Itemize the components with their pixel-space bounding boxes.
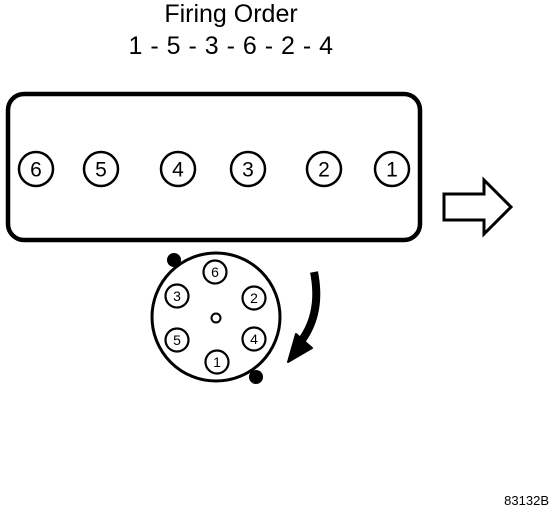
distributor-cap: 6 2 4 1 5 3 [150, 251, 282, 384]
cylinder-number: 4 [172, 159, 184, 182]
distributor-terminal-1: 1 [204, 349, 230, 375]
distributor-tab [167, 253, 181, 267]
diagram-title: Firing Order [164, 0, 297, 28]
cylinder-number: 6 [30, 159, 42, 182]
cylinder-6: 6 [17, 150, 55, 188]
distributor-terminal-6: 6 [202, 259, 228, 285]
firing-order-sequence: 1 - 5 - 3 - 6 - 2 - 4 [128, 32, 333, 60]
distributor-rotor-center [210, 312, 222, 324]
engine-block: 6 5 4 3 2 1 [5, 91, 423, 243]
engine-block-outline [5, 91, 423, 243]
distributor-terminal-3: 3 [164, 283, 190, 309]
terminal-number: 6 [211, 264, 219, 280]
terminal-number: 2 [250, 290, 258, 306]
terminal-number: 3 [173, 288, 181, 304]
cylinder-5: 5 [82, 150, 120, 188]
clockwise-rotation-arrow-icon [287, 271, 321, 363]
distributor-terminal-5: 5 [164, 327, 190, 353]
figure-code: 83132B [504, 493, 549, 508]
cylinder-3: 3 [229, 150, 267, 188]
terminal-number: 5 [173, 332, 181, 348]
cylinder-number: 1 [386, 159, 398, 182]
cylinder-4: 4 [159, 150, 197, 188]
distributor-terminal-2: 2 [241, 285, 267, 311]
terminal-number: 4 [250, 331, 258, 347]
cylinder-number: 3 [242, 159, 254, 182]
distributor-tab [249, 370, 263, 384]
cylinder-2: 2 [305, 150, 343, 188]
distributor-terminal-4: 4 [241, 326, 267, 352]
cylinder-1: 1 [373, 150, 411, 188]
terminal-number: 1 [213, 354, 221, 370]
cylinder-number: 2 [318, 159, 330, 182]
cylinder-number: 5 [95, 159, 107, 182]
arrow-right-icon [442, 176, 514, 238]
